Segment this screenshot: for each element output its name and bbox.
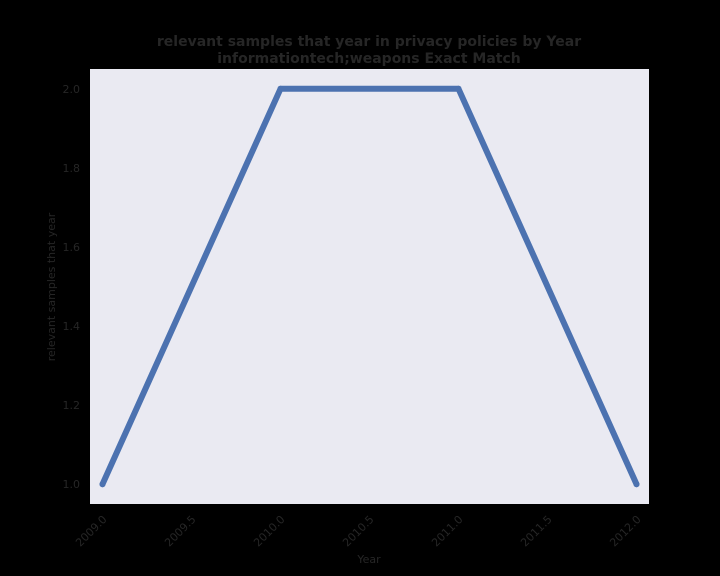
series-layer (99, 85, 640, 488)
y-tick-label: 2.0 (63, 83, 81, 96)
data-point (633, 481, 640, 488)
plot-area (90, 69, 649, 504)
y-axis-label: relevant samples that year (45, 212, 58, 361)
chart-title-line-2: informationtech;weapons Exact Match (217, 51, 520, 67)
y-tick-label: 1.2 (63, 399, 81, 412)
chart-title-line-1: relevant samples that year in privacy po… (157, 34, 581, 50)
data-point (99, 481, 106, 488)
series-line (99, 85, 640, 488)
data-point (455, 85, 462, 92)
y-tick-label: 1.8 (63, 162, 81, 175)
y-tick-label: 1.4 (63, 320, 81, 333)
x-axis-label: Year (356, 553, 381, 566)
y-tick-label: 1.0 (63, 478, 81, 491)
y-tick-label: 1.6 (63, 241, 81, 254)
data-point (277, 85, 284, 92)
y-axis-ticks: 1.0 1.2 1.4 1.6 1.8 2.0 (63, 83, 81, 491)
